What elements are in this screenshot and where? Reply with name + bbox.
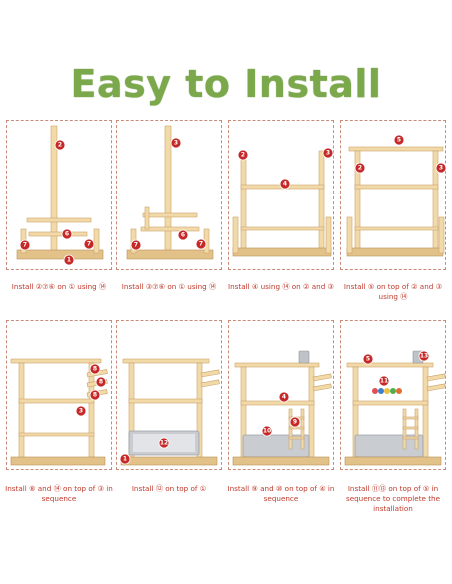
badge-1: 1: [63, 254, 75, 266]
svg-text:9: 9: [293, 419, 297, 426]
badge-6: 6: [177, 229, 189, 241]
badge-3: 3: [170, 137, 182, 149]
svg-text:7: 7: [134, 242, 138, 249]
badge-8-top: 8: [89, 363, 101, 375]
svg-text:12: 12: [160, 440, 168, 447]
step-3-caption: Install ④ using ⑭ on ② and ③: [227, 282, 335, 291]
step-3-illustration: 2 3 4: [232, 147, 334, 257]
badge-7-right: 7: [195, 238, 207, 250]
badge-7-left: 7: [19, 239, 31, 251]
badge-7-right: 7: [83, 238, 95, 250]
step-2-caption: Install ③⑦⑥ on ① using ⑭: [121, 282, 217, 291]
step-5-panel: 8 8 8 3: [6, 320, 112, 470]
step-8-caption: Install ⑪⑬ on top of ⑤ in sequence to co…: [345, 484, 441, 513]
step-4-panel: 5 2 3: [340, 120, 447, 270]
badge-9: 9: [289, 416, 301, 428]
badge-10: 10: [261, 425, 273, 437]
svg-text:8: 8: [93, 366, 97, 373]
svg-text:7: 7: [23, 242, 27, 249]
badge-3: 3: [322, 147, 334, 159]
step-1-illustration: 2 6 7 7 1: [16, 125, 104, 266]
badge-2: 2: [354, 162, 366, 174]
svg-text:1: 1: [123, 456, 127, 463]
badge-6: 6: [61, 228, 73, 240]
step-1-panel: 2 6 7 7 1: [6, 120, 112, 270]
step-7-caption: Install ⑨ and ⑩ on top of ④ in sequence: [227, 484, 335, 503]
badge-8-bottom: 8: [89, 389, 101, 401]
step-2-illustration: 3 6 7 7: [126, 125, 214, 260]
svg-text:5: 5: [397, 137, 401, 144]
svg-text:6: 6: [65, 231, 69, 238]
svg-text:11: 11: [380, 378, 388, 385]
svg-text:3: 3: [79, 408, 83, 415]
svg-text:13: 13: [420, 353, 428, 360]
svg-text:4: 4: [282, 394, 286, 401]
svg-text:3: 3: [439, 165, 443, 172]
badge-4: 4: [279, 178, 291, 190]
svg-text:1: 1: [67, 257, 71, 264]
step-5-illustration: 8 8 8 3: [10, 358, 108, 466]
badge-13: 13: [418, 350, 430, 362]
svg-text:10: 10: [263, 428, 271, 435]
step-4-caption: Install ⑤ on top of ② and ③ using ⑭: [343, 282, 443, 301]
svg-text:5: 5: [366, 356, 370, 363]
badge-7-left: 7: [130, 239, 142, 251]
step-4-illustration: 5 2 3: [346, 134, 447, 257]
badge-3: 3: [75, 405, 87, 417]
step-6-illustration: 12 1: [119, 358, 220, 466]
step-1-caption: Install ②⑦⑥ on ① using ⑭: [11, 282, 107, 291]
svg-text:4: 4: [283, 181, 287, 188]
svg-text:8: 8: [93, 392, 97, 399]
badge-8-middle: 8: [95, 376, 107, 388]
svg-text:2: 2: [358, 165, 362, 172]
svg-text:3: 3: [326, 150, 330, 157]
badge-5: 5: [362, 353, 374, 365]
step-7-panel: 4 10 9: [228, 320, 334, 470]
svg-text:3: 3: [174, 140, 178, 147]
badge-12: 12: [158, 437, 170, 449]
svg-text:7: 7: [199, 241, 203, 248]
svg-text:7: 7: [87, 241, 91, 248]
step-6-panel: 12 1: [116, 320, 222, 470]
step-3-panel: 2 3 4: [228, 120, 334, 270]
page-title: Easy to Install: [70, 62, 382, 106]
step-5-caption: Install ⑧ and ⑭ on top of ③ in sequence: [5, 484, 113, 503]
svg-text:6: 6: [181, 232, 185, 239]
badge-11: 11: [378, 375, 390, 387]
step-6-caption: Install ⑫ on top of ①: [131, 484, 207, 493]
step-2-panel: 3 6 7 7: [116, 120, 222, 270]
badge-2: 2: [237, 149, 249, 161]
step-7-illustration: 4 10 9: [232, 350, 332, 466]
badge-2: 2: [54, 139, 66, 151]
badge-4: 4: [278, 391, 290, 403]
step-8-illustration: 5 13 11: [344, 350, 446, 466]
step-8-panel: 5 13 11: [340, 320, 446, 470]
badge-1: 1: [119, 453, 131, 465]
svg-text:2: 2: [58, 142, 62, 149]
badge-5: 5: [393, 134, 405, 146]
svg-text:2: 2: [241, 152, 245, 159]
badge-3: 3: [435, 162, 447, 174]
svg-text:8: 8: [99, 379, 103, 386]
